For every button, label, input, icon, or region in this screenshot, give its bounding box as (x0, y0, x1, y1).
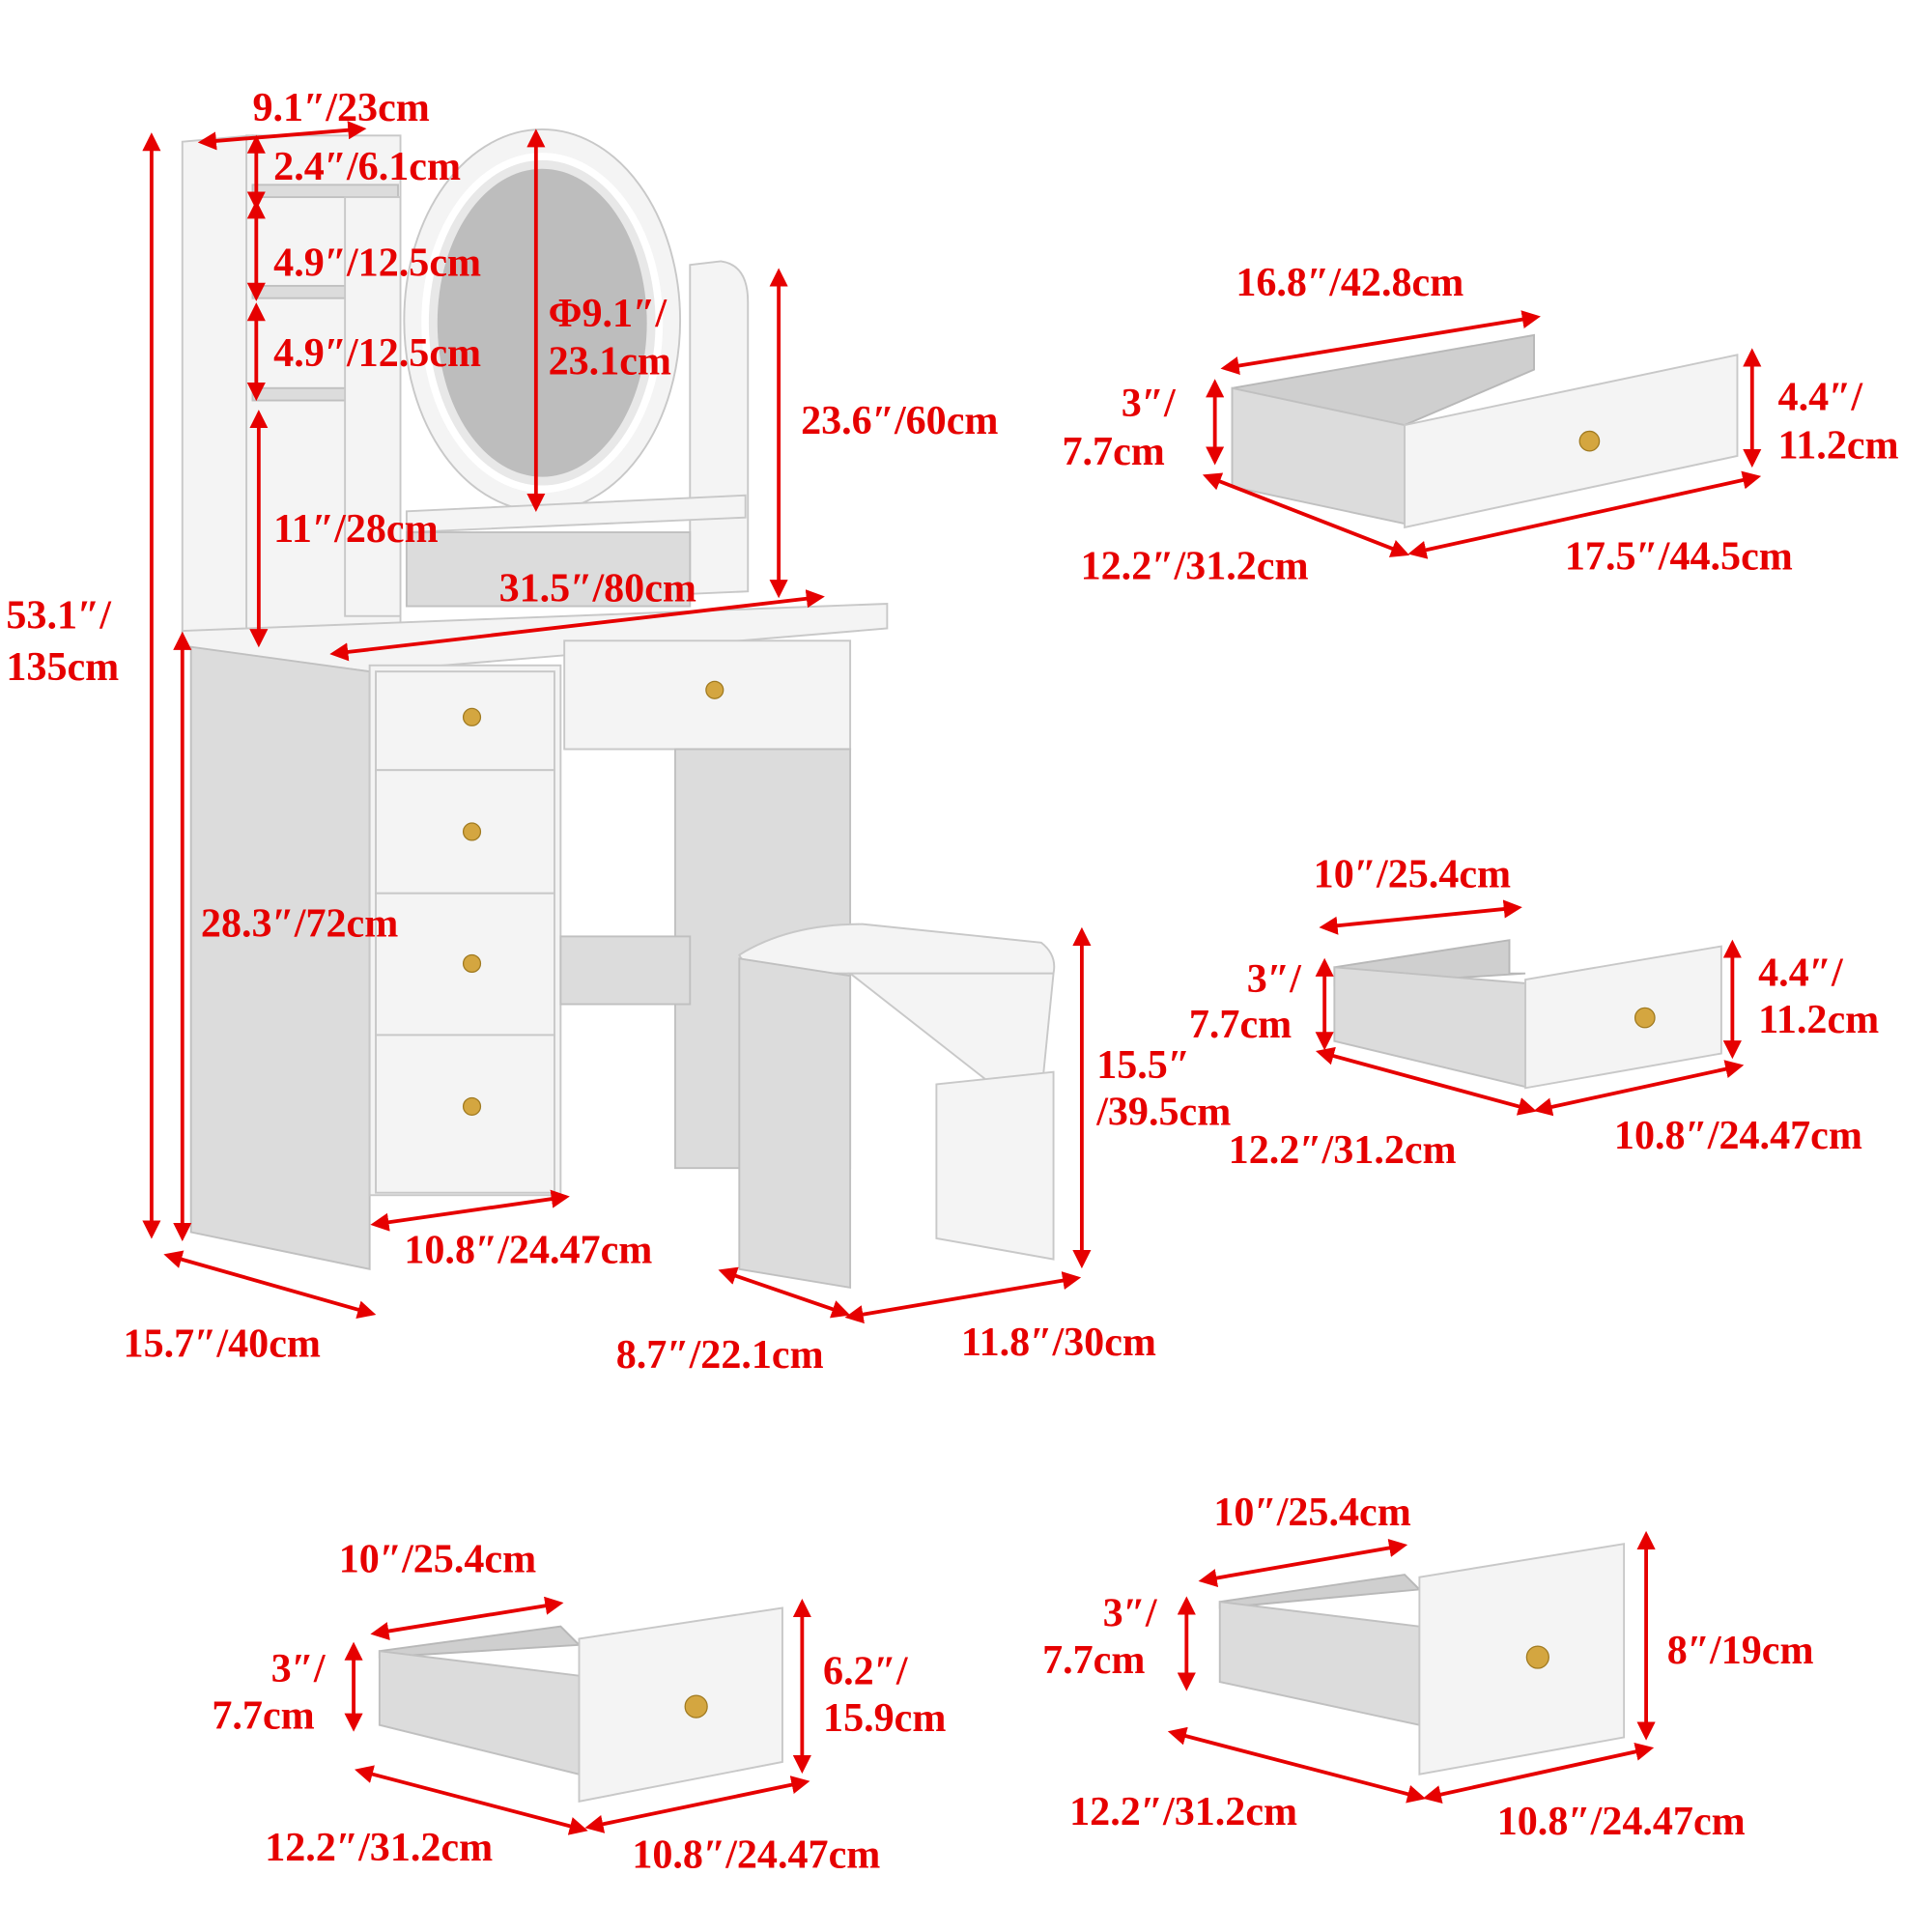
label-d2-depth: 12.2″/31.2cm (1229, 1127, 1457, 1173)
label-depth: 15.7″/40cm (124, 1321, 321, 1366)
label-d3-inner-width: 10″/25.4cm (339, 1537, 536, 1582)
label-d1-depth: 12.2″/31.2cm (1081, 543, 1309, 588)
label-d1-inner-height-2: 7.7cm (1062, 429, 1164, 474)
label-hutch-height: 23.6″/60cm (801, 398, 998, 443)
label-d3-inner-height-1: 3″/ (271, 1646, 327, 1691)
label-d1-front-height-2: 11.2cm (1778, 422, 1899, 468)
dimension-labels: 9.1″/23cm 2.4″/6.1cm 4.9″/12.5cm 4.9″/12… (6, 85, 1898, 1878)
label-d1-front-height-1: 4.4″/ (1778, 375, 1864, 420)
label-shelf1-height: 2.4″/6.1cm (273, 144, 461, 189)
label-shelf3-height: 4.9″/12.5cm (273, 330, 481, 376)
label-d3-depth: 12.2″/31.2cm (265, 1825, 493, 1870)
label-d2-inner-height-2: 7.7cm (1189, 1002, 1292, 1047)
label-d4-depth: 12.2″/31.2cm (1069, 1789, 1297, 1834)
label-d2-inner-height-1: 3″/ (1247, 956, 1302, 1002)
drawer-2-illustration (1333, 939, 1722, 1090)
label-d4-inner-height-1: 3″/ (1103, 1591, 1158, 1636)
label-d2-front-height-2: 11.2cm (1758, 997, 1879, 1042)
drawer-4-illustration (1218, 1543, 1626, 1776)
drawer-3-illustration (378, 1606, 783, 1803)
dimension-arrows (142, 121, 1762, 1835)
label-mirror-diameter-2: 23.1cm (549, 339, 671, 384)
label-desk-height: 28.3″/72cm (201, 900, 398, 946)
label-d1-inner-width: 16.8″/42.8cm (1236, 260, 1463, 305)
stool-illustration (738, 923, 1056, 1290)
label-total-height-2: 135cm (6, 644, 119, 690)
label-drawer-width: 10.8″/24.47cm (404, 1227, 652, 1272)
label-d4-front-height: 8″/19cm (1667, 1628, 1814, 1673)
label-d1-inner-height-1: 3″/ (1122, 381, 1177, 426)
label-d4-inner-width: 10″/25.4cm (1213, 1490, 1410, 1535)
label-total-height-1: 53.1″/ (6, 593, 112, 639)
label-shelf4-height: 11″/28cm (273, 506, 439, 552)
label-d4-front-width: 10.8″/24.47cm (1497, 1799, 1746, 1844)
label-desk-width: 31.5″/80cm (499, 565, 696, 611)
label-d2-front-height-1: 4.4″/ (1758, 950, 1844, 995)
label-d3-front-width: 10.8″/24.47cm (632, 1833, 880, 1878)
label-d4-inner-height-2: 7.7cm (1042, 1637, 1145, 1683)
label-stool-height-2: /39.5cm (1095, 1090, 1231, 1135)
label-top-shelf-width: 9.1″/23cm (252, 85, 429, 130)
label-stool-height-1: 15.5″ (1096, 1042, 1190, 1088)
label-mirror-diameter-1: Φ9.1″/ (549, 291, 668, 336)
label-stool-width: 11.8″/30cm (961, 1320, 1156, 1365)
label-shelf2-height: 4.9″/12.5cm (273, 241, 481, 286)
label-stool-depth: 8.7″/22.1cm (616, 1332, 824, 1378)
label-d3-inner-height-2: 7.7cm (212, 1693, 314, 1739)
label-d2-front-width: 10.8″/24.47cm (1614, 1113, 1862, 1158)
label-d2-inner-width: 10″/25.4cm (1314, 851, 1511, 896)
label-d3-front-height-1: 6.2″/ (823, 1649, 909, 1694)
label-d3-front-height-2: 15.9cm (823, 1695, 946, 1741)
label-d1-front-width: 17.5″/44.5cm (1565, 533, 1793, 579)
